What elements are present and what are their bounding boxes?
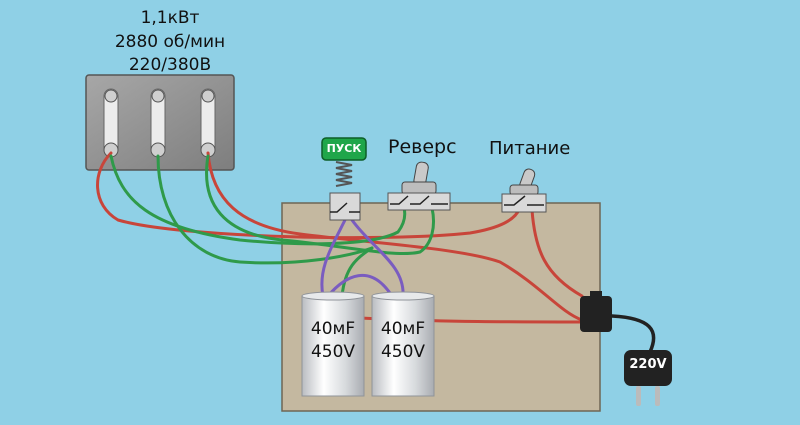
start-button-spring [335, 161, 353, 187]
capacitor-2 [371, 291, 435, 397]
cable-connector [580, 291, 612, 332]
capacitor-2-voltage: 450V [380, 342, 426, 362]
wire-green-motor-2 [156, 154, 374, 265]
terminal-1 [103, 88, 119, 158]
plug-voltage-label: 220V [629, 357, 667, 372]
start-button-body [329, 192, 361, 221]
wire-red-motor-to-plug [206, 151, 584, 322]
wire-purple-cap-link [326, 274, 394, 298]
motor-speed-label: 2880 об/мин [114, 32, 226, 52]
motor-voltage-label: 220/380В [128, 55, 212, 75]
wire-red-power-to-plug [530, 208, 584, 298]
start-button-label: ПУСК [326, 142, 362, 155]
start-button-contact-symbol [330, 202, 360, 213]
plug-pin-2 [655, 386, 660, 406]
capacitor-1-voltage: 450V [310, 342, 356, 362]
capacitor-1 [301, 291, 365, 397]
motor-terminal-block [85, 74, 235, 171]
wire-purple-start-to-cap-2 [350, 218, 405, 298]
power-switch-label: Питание [489, 138, 571, 159]
power-plug [624, 350, 672, 406]
power-switch[interactable] [501, 168, 547, 213]
capacitor-1-capacitance: 40мF [310, 319, 356, 339]
motor-power-label: 1,1кВт [140, 8, 200, 28]
wire-purple-start-to-cap-1 [320, 218, 347, 298]
power-switch-contact-symbol [504, 195, 544, 206]
terminal-3 [200, 88, 216, 158]
terminal-2 [150, 88, 166, 158]
start-button[interactable] [321, 137, 367, 221]
wire-green-reverse-to-cap [340, 246, 374, 298]
reverse-switch-body [387, 192, 451, 211]
start-button-cap[interactable] [321, 137, 367, 161]
power-switch-body [501, 193, 547, 213]
reverse-switch-contact-symbol [390, 195, 448, 205]
wire-green-motor-1 [109, 154, 407, 246]
reverse-switch-collar [401, 181, 437, 195]
wire-red-motor-to-power [96, 151, 522, 240]
reverse-switch-label: Реверс [388, 136, 457, 158]
capacitor-2-capacitance: 40мF [380, 319, 426, 339]
wire-black-plug-cord [610, 314, 656, 354]
plug-pin-1 [636, 386, 641, 406]
reverse-switch[interactable] [387, 161, 451, 211]
